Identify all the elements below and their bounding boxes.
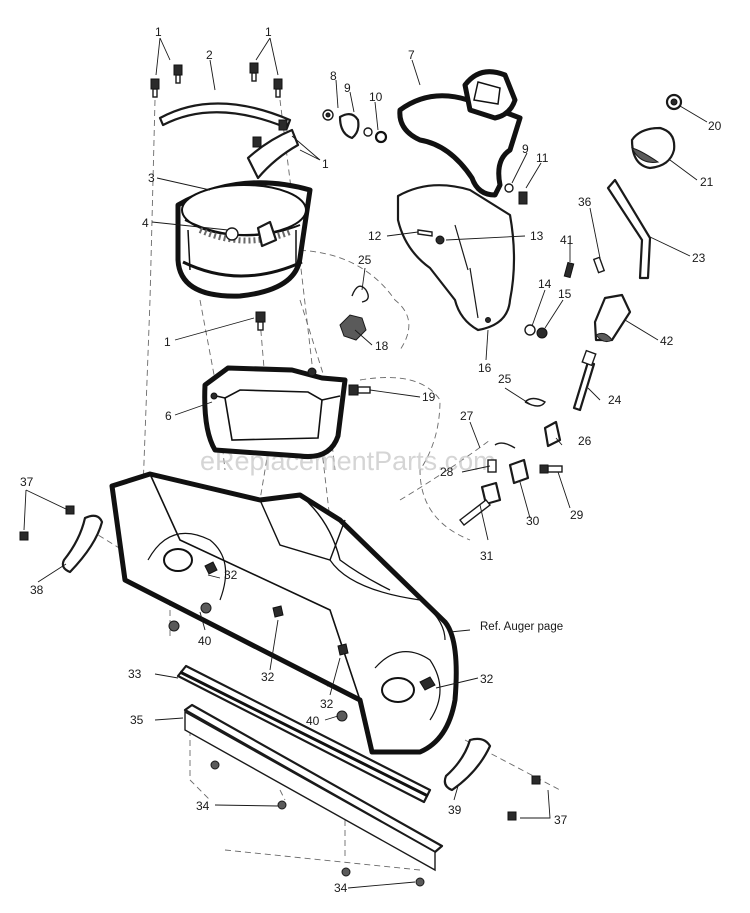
callout-34-a: 34 (196, 799, 210, 813)
callout-32-c: 32 (320, 697, 334, 711)
callout-3: 3 (148, 171, 155, 185)
skid-shoes (19, 505, 541, 821)
callout-37-right: 37 (554, 813, 568, 827)
callout-25-upper: 25 (358, 253, 372, 267)
ref-auger-note: Ref. Auger page (480, 621, 563, 633)
callout-10: 10 (369, 90, 383, 104)
callout-40-a: 40 (198, 634, 212, 648)
callout-19: 19 (422, 390, 436, 404)
callout-36: 36 (578, 195, 592, 209)
callout-41: 41 (560, 233, 574, 247)
callout-27: 27 (460, 409, 474, 423)
callout-30: 30 (526, 514, 540, 528)
callout-32-d: 32 (480, 672, 494, 686)
main-housing (109, 471, 459, 755)
callout-12: 12 (368, 229, 382, 243)
crank-assembly (563, 93, 683, 412)
callout-20: 20 (708, 119, 722, 133)
callout-37-left: 37 (20, 475, 34, 489)
part-16-lower-chute (396, 184, 516, 332)
callout-38: 38 (30, 583, 44, 597)
callout-25-lower: 25 (498, 372, 512, 386)
callout-39: 39 (448, 803, 462, 817)
callout-4: 4 (142, 216, 149, 230)
callout-42: 42 (660, 334, 674, 348)
callout-28: 28 (440, 465, 454, 479)
callout-1-top-left: 1 (155, 25, 162, 39)
callout-32-b: 32 (261, 670, 275, 684)
callout-6: 6 (165, 409, 172, 423)
callout-26: 26 (578, 434, 592, 448)
callout-16: 16 (478, 361, 492, 375)
callout-31: 31 (480, 549, 494, 563)
scraper-bar (176, 664, 444, 887)
callout-8: 8 (330, 69, 337, 83)
callout-9-lower: 9 (522, 142, 529, 156)
callout-35: 35 (130, 713, 144, 727)
callout-18: 18 (375, 339, 389, 353)
callout-2: 2 (206, 48, 213, 62)
callout-14: 14 (538, 277, 552, 291)
callout-labels: 1 1 1 1 2 3 4 6 7 8 9 9 10 11 12 13 14 1… (20, 25, 722, 895)
callout-7: 7 (408, 48, 415, 62)
callout-32-a: 32 (224, 568, 238, 582)
callout-1-top-right: 1 (265, 25, 272, 39)
part-7-chute-deflector (397, 69, 523, 198)
callout-40-b: 40 (306, 714, 320, 728)
bolt-icons-top (150, 62, 288, 331)
housing-hardware (168, 561, 436, 722)
callout-21: 21 (700, 175, 714, 189)
chute-hardware (322, 109, 548, 339)
leader-lines (23, 37, 708, 889)
part-3-chute-ring (175, 180, 313, 299)
callout-1-clip: 1 (322, 157, 329, 171)
callout-15: 15 (558, 287, 572, 301)
shift-linkage (459, 397, 563, 526)
part-2-clip-arc (158, 102, 292, 130)
callout-11: 11 (536, 151, 549, 165)
callout-13: 13 (530, 229, 544, 243)
callout-23: 23 (692, 251, 706, 265)
callout-29: 29 (570, 508, 584, 522)
callout-33: 33 (128, 667, 142, 681)
callout-1-bolt: 1 (164, 335, 171, 349)
part-6-chute-base (202, 365, 348, 460)
part-1-clip-plate (246, 128, 300, 180)
callout-9-upper: 9 (344, 81, 351, 95)
callout-24: 24 (608, 393, 622, 407)
callout-34-b: 34 (334, 881, 348, 895)
